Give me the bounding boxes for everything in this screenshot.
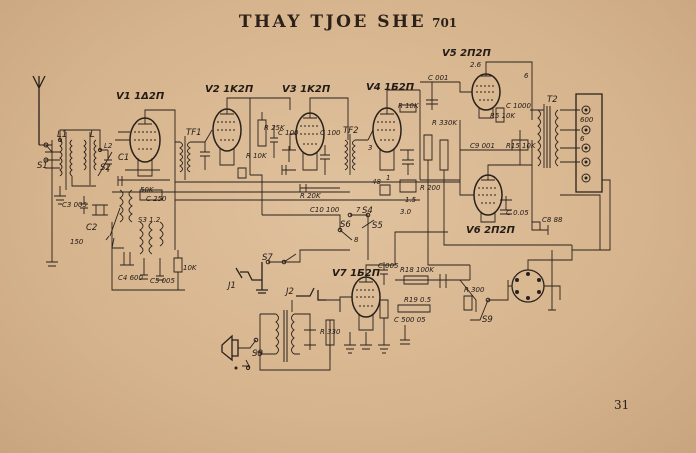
label-c9: C9 001 <box>470 142 495 150</box>
antenna-icon <box>32 75 46 145</box>
page-title: THAY TJOE SHE 701 <box>0 12 696 32</box>
tube-socket-icon <box>508 245 573 311</box>
supply-bus <box>112 179 601 266</box>
label-l2: L2 <box>104 142 113 150</box>
label-n26: 2.6 <box>470 61 482 69</box>
title-text: THAY TJOE SHE <box>238 12 427 32</box>
label-s4: S4 <box>362 206 373 216</box>
jack-j2-icon <box>291 287 326 312</box>
label-n1: 1 <box>386 174 390 182</box>
label-c100b: C 100 <box>320 129 341 137</box>
label-s3: S3 1.2 <box>138 216 161 224</box>
label-r-b: R 300 <box>464 286 485 294</box>
label-r25: R 25K <box>264 124 286 132</box>
label-n7: 7 <box>356 206 361 214</box>
label-c-fb: C 005 <box>378 262 399 270</box>
label-l1: L1 <box>57 130 67 140</box>
oscillator-coils <box>105 169 185 291</box>
label-c2: C2 <box>86 223 97 233</box>
tube-v1 <box>115 109 176 250</box>
label-r6: R 10K <box>398 102 420 110</box>
label-r-fb: R18 100K <box>400 266 435 274</box>
label-r-j: R 330 <box>320 328 341 336</box>
label-n3: 3 <box>368 144 372 152</box>
label-v2: V2 1K2Π <box>205 84 254 95</box>
label-s2: S2 <box>100 163 111 173</box>
label-s8: S8 <box>252 349 263 359</box>
label-n1-5: 1.5 <box>405 196 417 204</box>
tube-v4 <box>367 81 460 200</box>
label-c1000: C 1000 <box>506 102 531 110</box>
if-transformer-2 <box>344 110 368 175</box>
label-c5: C5 005 <box>150 277 175 285</box>
label-c-k: C 500 05 <box>394 316 426 324</box>
switch-group <box>265 212 375 265</box>
label-n48: 48 <box>372 178 381 186</box>
label-s1: S1 <box>37 161 48 171</box>
label-r15k: R15 10K <box>506 142 537 150</box>
label-r10k: 10K <box>183 264 198 272</box>
microphone-icon <box>221 334 263 370</box>
label-c4: C4 600 <box>118 274 143 282</box>
tube-v7 <box>339 231 448 354</box>
label-r330k: R 330K <box>432 119 458 127</box>
label-r-k: R19 0.5 <box>404 296 432 304</box>
label-t2: T2 <box>547 95 558 105</box>
output-terminal-block <box>572 93 611 251</box>
label-c1: C1 <box>118 153 129 163</box>
label-r50k: 50K <box>140 186 155 194</box>
label-n6: 6 <box>524 72 529 80</box>
label-s7: S7 <box>262 253 273 263</box>
label-v3: V3 1K2Π <box>282 84 331 95</box>
label-n150: 150 <box>70 238 84 246</box>
label-v1: V1 1Δ2Π <box>116 91 165 102</box>
label-j1: J1 <box>226 281 236 291</box>
page-number: 31 <box>614 398 630 412</box>
output-transformer <box>520 100 580 235</box>
label-c100a: C 100 <box>278 129 299 137</box>
label-r5: R5 10K <box>490 112 516 120</box>
tube-v2 <box>204 97 251 179</box>
label-n3-0: 3.0 <box>400 208 412 216</box>
input-band-switch <box>39 129 113 267</box>
label-out6: 6 <box>580 135 585 143</box>
label-v4: V4 1Б2Π <box>366 82 415 93</box>
label-v5: V5 2Π2Π <box>442 48 491 59</box>
label-j2: J2 <box>284 287 294 297</box>
label-s5: S5 <box>372 221 383 231</box>
label-l: L <box>90 130 95 140</box>
label-c14: C 0.05 <box>506 209 529 217</box>
label-r20k: R 20K <box>300 192 322 200</box>
label-v6: V6 2Π2Π <box>466 225 515 236</box>
tube-v6 <box>459 130 529 223</box>
label-s9: S9 <box>482 315 493 325</box>
label-r-a: R 200 <box>420 184 441 192</box>
label-c250: C 250 <box>146 195 167 203</box>
label-s6: S6 <box>340 220 351 230</box>
label-c001: C 001 <box>428 74 448 82</box>
label-tf2: TF2 <box>343 126 359 136</box>
model-code: 701 <box>432 16 458 30</box>
label-n8: 8 <box>354 236 359 244</box>
label-c8: C8 88 <box>542 216 563 224</box>
label-out600: 600 <box>580 116 594 124</box>
feedback-network <box>395 265 509 345</box>
tube-v3 <box>289 97 349 175</box>
label-v7: V7 1Б2Π <box>332 268 381 279</box>
interstage-network <box>250 97 296 215</box>
jack-j1-icon <box>235 262 268 294</box>
if-transformer-1 <box>175 136 210 180</box>
label-c10: C10 100 <box>310 206 340 214</box>
component-labels: V1 1Δ2Π V2 1K2Π V3 1K2Π V4 1Б2Π V5 2Π2Π … <box>37 48 594 359</box>
label-tf1: TF1 <box>186 128 202 138</box>
tube-v5 <box>459 61 533 151</box>
label-c3: C3 005 <box>62 201 87 209</box>
label-r10k2: R 10K <box>246 152 268 160</box>
